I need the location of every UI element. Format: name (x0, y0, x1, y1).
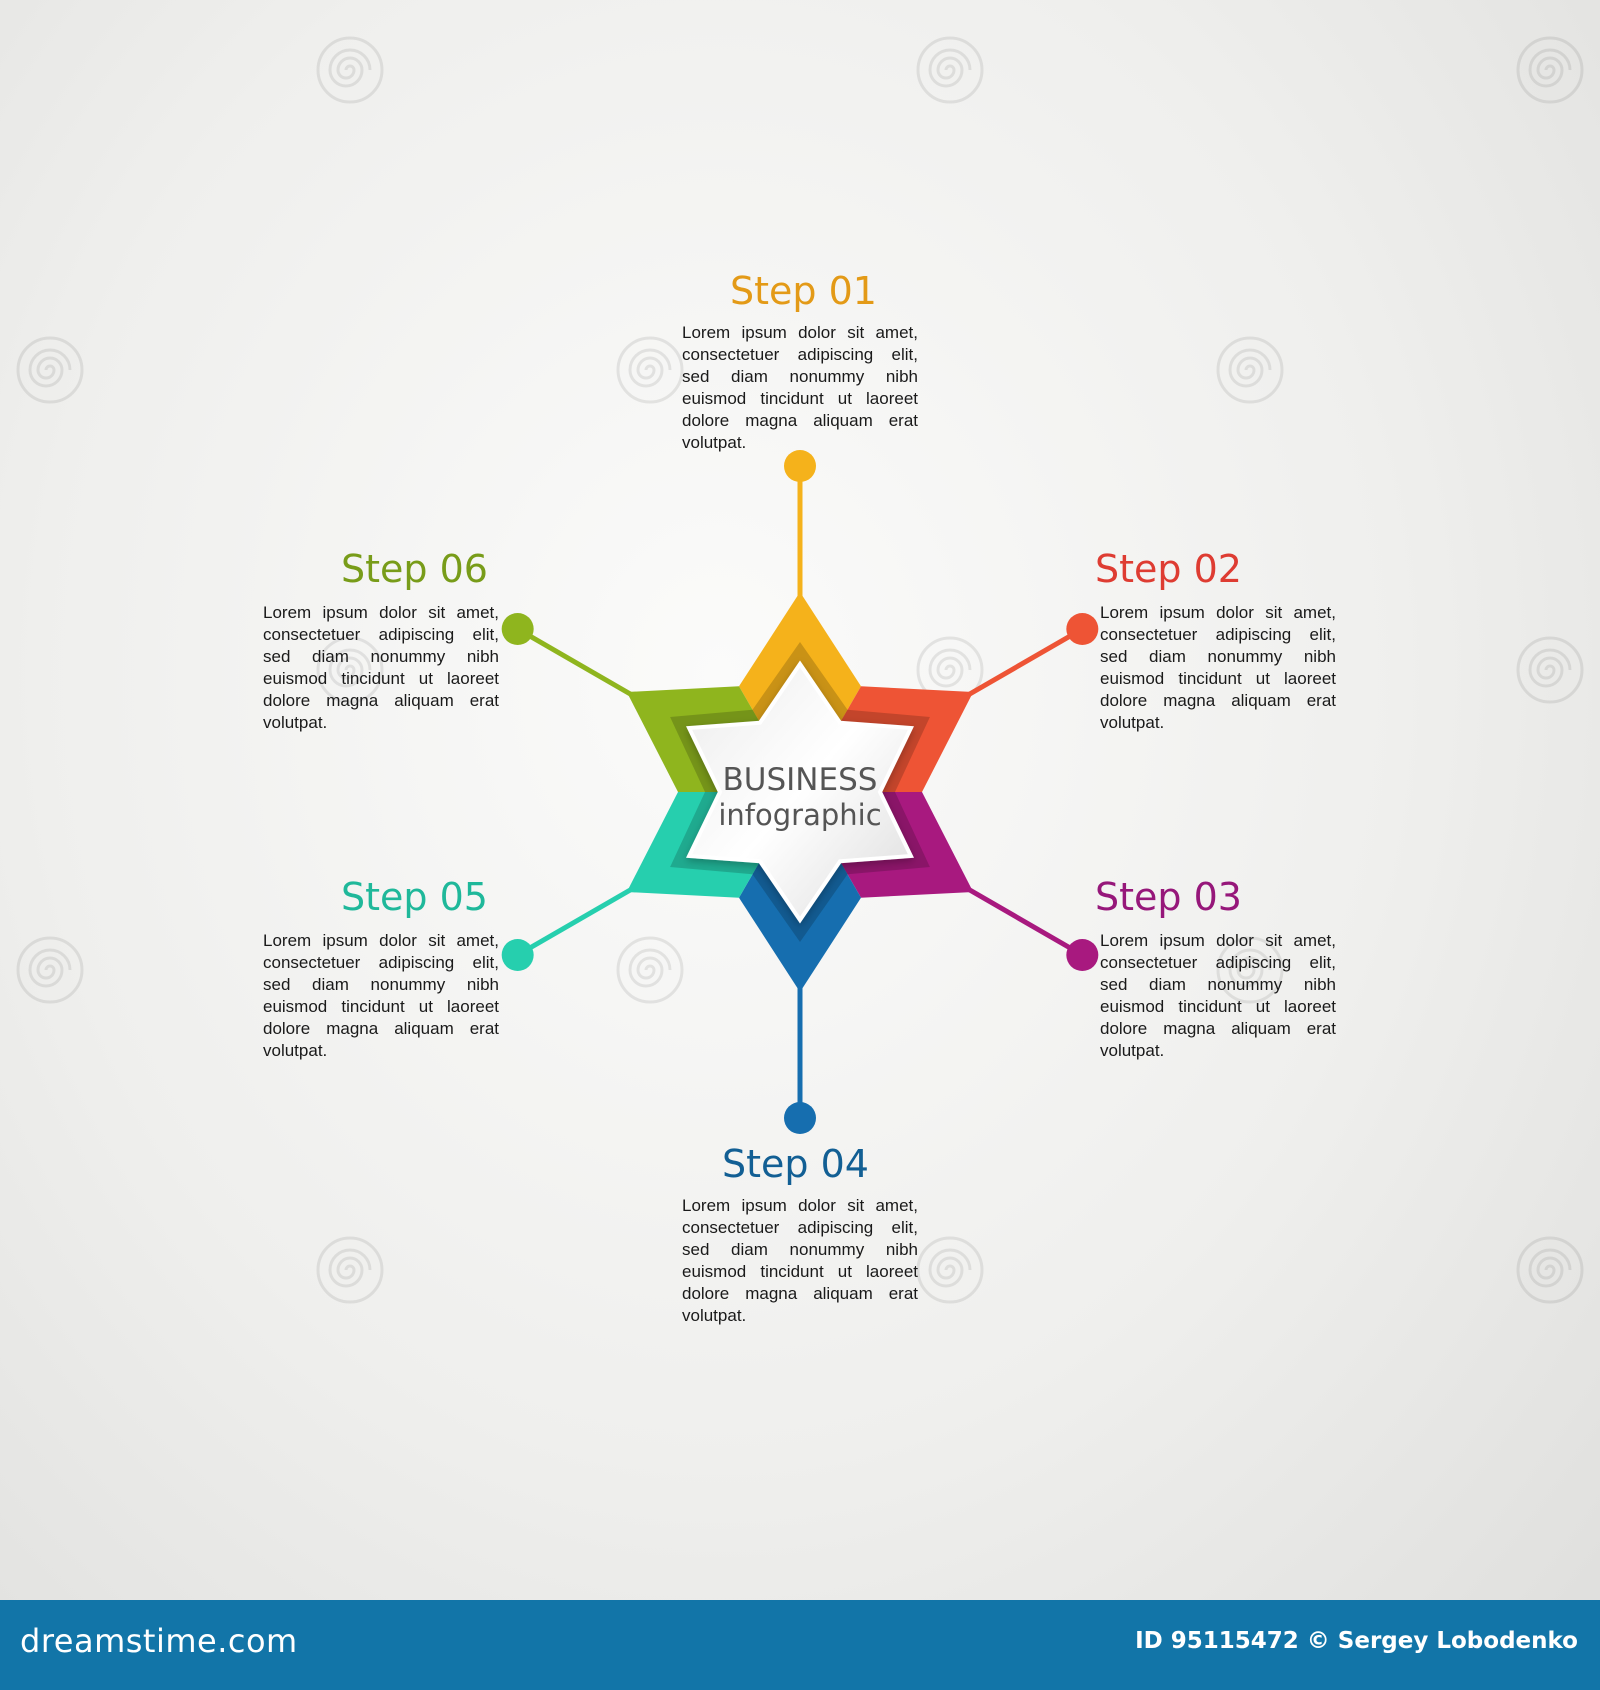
step-02-description: Lorem ipsum dolor sit amet, consectetuer… (1100, 603, 1336, 732)
spiral-watermark-icon (1516, 36, 1584, 104)
connector-line-5 (516, 885, 635, 958)
spiral-watermark-icon (1216, 336, 1284, 404)
connector-line-6 (516, 626, 635, 699)
center-star (686, 660, 914, 924)
connector-dot-4 (784, 1102, 816, 1134)
spiral-watermark-icon (16, 936, 84, 1004)
connector-lines (501, 450, 1099, 1134)
connector-dot-1 (784, 450, 816, 482)
footer-site-logo[interactable]: dreamstime.com (20, 1622, 298, 1660)
spiral-watermark-icon (316, 636, 384, 704)
spiral-watermark-icon (916, 36, 984, 104)
footer-bar: dreamstime.com ID 95115472 © Sergey Lobo… (0, 1600, 1600, 1690)
step-04-description: Lorem ipsum dolor sit amet, consectetuer… (682, 1196, 918, 1325)
step-03-description: Lorem ipsum dolor sit amet, consectetuer… (1100, 931, 1336, 1060)
step-02-title: Step 02 (1095, 547, 1242, 591)
spiral-watermark-icon (16, 336, 84, 404)
spiral-watermark-icon (316, 1236, 384, 1304)
connector-dot-3 (1066, 939, 1099, 971)
step-01-description: Lorem ipsum dolor sit amet, consectetuer… (682, 323, 918, 452)
spiral-watermark-icon (1516, 1236, 1584, 1304)
spiral-watermark-icon (916, 1236, 984, 1304)
step-05-description: Lorem ipsum dolor sit amet, consectetuer… (263, 931, 499, 1060)
spiral-watermark-icon (616, 936, 684, 1004)
center-title: BUSINESS (722, 762, 878, 798)
step-06-title: Step 06 (341, 547, 488, 591)
step-01-title: Step 01 (730, 269, 877, 313)
infographic-diagram (501, 450, 1099, 1134)
step-06-description: Lorem ipsum dolor sit amet, consectetuer… (263, 603, 499, 732)
spiral-watermark-icon (1516, 636, 1584, 704)
connector-line-2 (965, 626, 1084, 699)
center-subtitle: infographic (718, 798, 882, 832)
connector-dot-2 (1066, 613, 1099, 645)
spiral-watermark-icon (1216, 936, 1284, 1004)
spiral-watermark-icon (616, 336, 684, 404)
step-04-title: Step 04 (722, 1142, 869, 1186)
step-05-title: Step 05 (341, 875, 488, 919)
connector-dot-6 (501, 613, 534, 645)
spiral-watermark-icon (316, 36, 384, 104)
footer-credit: ID 95115472 © Sergey Lobodenko (1135, 1628, 1578, 1654)
connector-line-3 (965, 885, 1084, 958)
connector-dot-5 (501, 939, 534, 971)
step-03-title: Step 03 (1095, 875, 1242, 919)
